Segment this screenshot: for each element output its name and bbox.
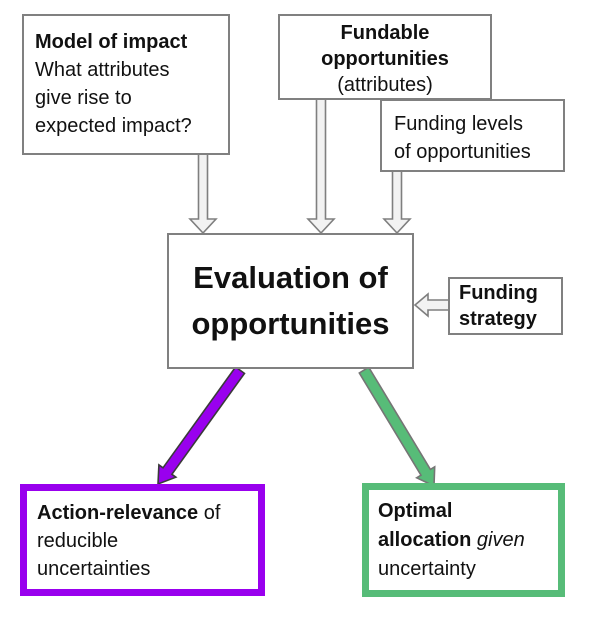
- action-relevance-line: Action-relevance of: [37, 499, 252, 527]
- optimal-allocation-line: allocation given: [378, 526, 558, 555]
- fundable-opportunities-title: Fundable: [340, 22, 430, 44]
- model-of-impact-title: Model of impact: [35, 31, 188, 53]
- model-of-impact-line: expected impact?: [35, 115, 192, 137]
- optimal-allocation-italic: given: [471, 529, 525, 551]
- box-model-of-impact: Model of impact What attributes give ris…: [22, 14, 230, 155]
- fundable-opportunities-subtitle: (attributes): [337, 74, 433, 96]
- arrow-funding-levels-to-evaluation-icon: [382, 170, 412, 235]
- model-of-impact-line: give rise to: [35, 87, 132, 109]
- optimal-allocation-line: uncertainty: [378, 558, 476, 580]
- box-fundable-opportunities: Fundable opportunities (attributes): [278, 14, 492, 100]
- action-relevance-bold: Action-relevance: [37, 502, 199, 524]
- fundable-opportunities-title: opportunities: [321, 48, 449, 70]
- model-of-impact-line: What attributes: [35, 59, 170, 81]
- arrow-evaluation-to-optimal-allocation-icon: [358, 366, 436, 488]
- optimal-allocation-bold: allocation: [378, 529, 472, 551]
- arrow-model-to-evaluation-icon: [188, 153, 218, 235]
- optimal-allocation-line: Optimal: [378, 500, 453, 522]
- funding-levels-line: of opportunities: [394, 141, 531, 163]
- arrow-fundable-to-evaluation-icon: [306, 98, 336, 235]
- arrow-funding-strategy-to-evaluation-icon: [413, 292, 450, 318]
- box-funding-strategy: Funding strategy: [448, 277, 563, 335]
- funding-strategy-line: strategy: [459, 308, 537, 330]
- action-relevance-line: reducible: [37, 530, 119, 552]
- funding-strategy-line: Funding: [459, 282, 538, 304]
- action-relevance-rest: of: [198, 502, 221, 524]
- evaluation-title-line: Evaluation of: [193, 260, 388, 295]
- action-relevance-line: uncertainties: [37, 558, 151, 580]
- arrow-evaluation-to-action-relevance-icon: [157, 365, 246, 486]
- box-action-relevance: Action-relevance of reducible uncertaint…: [20, 484, 265, 596]
- box-optimal-allocation: Optimal allocation given uncertainty: [362, 483, 565, 597]
- funding-levels-line: Funding levels: [394, 113, 523, 135]
- box-evaluation-of-opportunities: Evaluation of opportunities: [167, 233, 414, 369]
- box-funding-levels: Funding levels of opportunities: [380, 99, 565, 172]
- evaluation-title-line: opportunities: [191, 306, 390, 341]
